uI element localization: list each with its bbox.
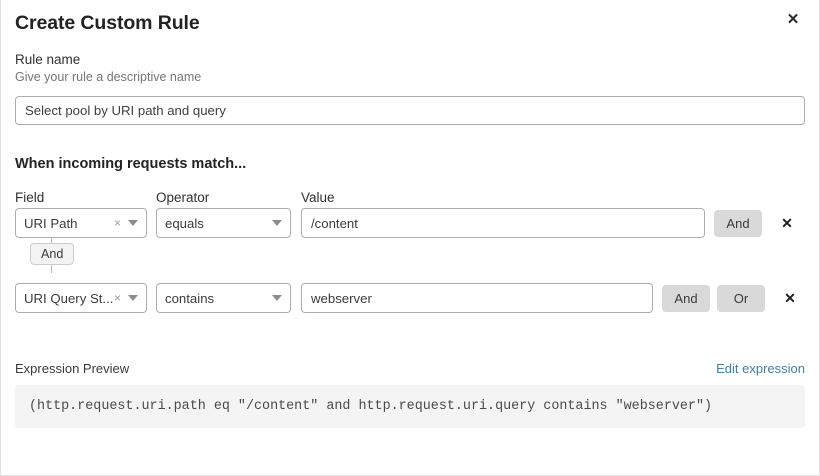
page-title: Create Custom Rule bbox=[15, 11, 200, 34]
field-select-value-row-1: URI Path bbox=[24, 215, 78, 231]
remove-icon[interactable]: ✕ bbox=[779, 287, 801, 309]
chevron-down-icon bbox=[272, 220, 282, 226]
chevron-down-icon bbox=[272, 295, 282, 301]
group-operator-badge[interactable]: And bbox=[30, 243, 75, 265]
field-select-row-2[interactable]: URI Query St... × bbox=[15, 283, 147, 313]
expression-preview-label: Expression Preview bbox=[15, 361, 130, 376]
value-input-row-1[interactable] bbox=[301, 208, 705, 238]
expression-preview-code: (http.request.uri.path eq "/content" and… bbox=[15, 385, 805, 428]
expression-preview-header: Expression Preview Edit expression bbox=[15, 361, 805, 376]
edit-expression-link[interactable]: Edit expression bbox=[716, 361, 805, 376]
clear-icon[interactable]: × bbox=[113, 216, 121, 230]
and-button-row-1[interactable]: And bbox=[714, 209, 762, 237]
operator-select-value-row-1: equals bbox=[165, 215, 204, 231]
operator-select-row-2[interactable]: contains bbox=[156, 283, 291, 313]
operator-select-row-1[interactable]: equals bbox=[156, 208, 291, 238]
field-select-value-row-2: URI Query St... bbox=[24, 290, 114, 306]
and-button-row-2[interactable]: And bbox=[662, 284, 710, 312]
field-select-row-1[interactable]: URI Path × bbox=[15, 208, 147, 238]
rule-name-helper: Give your rule a descriptive name bbox=[15, 70, 202, 84]
dialog-header: Create Custom Rule ✕ bbox=[15, 0, 805, 46]
close-icon[interactable]: ✕ bbox=[780, 6, 806, 32]
clear-icon[interactable]: × bbox=[113, 291, 121, 305]
chevron-down-icon bbox=[128, 295, 138, 301]
column-header-operator: Operator bbox=[156, 190, 210, 205]
condition-column-headers: Field Operator Value bbox=[15, 190, 805, 205]
rule-name-input-wrap bbox=[15, 96, 805, 125]
remove-icon[interactable]: ✕ bbox=[776, 212, 798, 234]
match-conditions-section: When incoming requests match... Field Op… bbox=[15, 156, 805, 313]
value-input-row-2[interactable] bbox=[301, 283, 653, 313]
group-connector: And bbox=[15, 237, 805, 273]
column-header-field: Field bbox=[15, 190, 45, 205]
operator-select-value-row-2: contains bbox=[165, 290, 215, 306]
rule-name-label: Rule name bbox=[15, 52, 81, 67]
expression-preview-section: Expression Preview Edit expression (http… bbox=[15, 361, 805, 428]
or-button-row-2[interactable]: Or bbox=[717, 284, 765, 312]
rule-name-input[interactable] bbox=[15, 96, 805, 125]
chevron-down-icon bbox=[128, 220, 138, 226]
condition-row: URI Query St... × contains And Or ✕ bbox=[15, 283, 805, 313]
match-section-title: When incoming requests match... bbox=[15, 156, 247, 172]
condition-row: URI Path × equals And ✕ bbox=[15, 208, 805, 238]
rule-name-section: Rule name Give your rule a descriptive n… bbox=[15, 52, 805, 125]
column-header-value: Value bbox=[301, 190, 335, 205]
